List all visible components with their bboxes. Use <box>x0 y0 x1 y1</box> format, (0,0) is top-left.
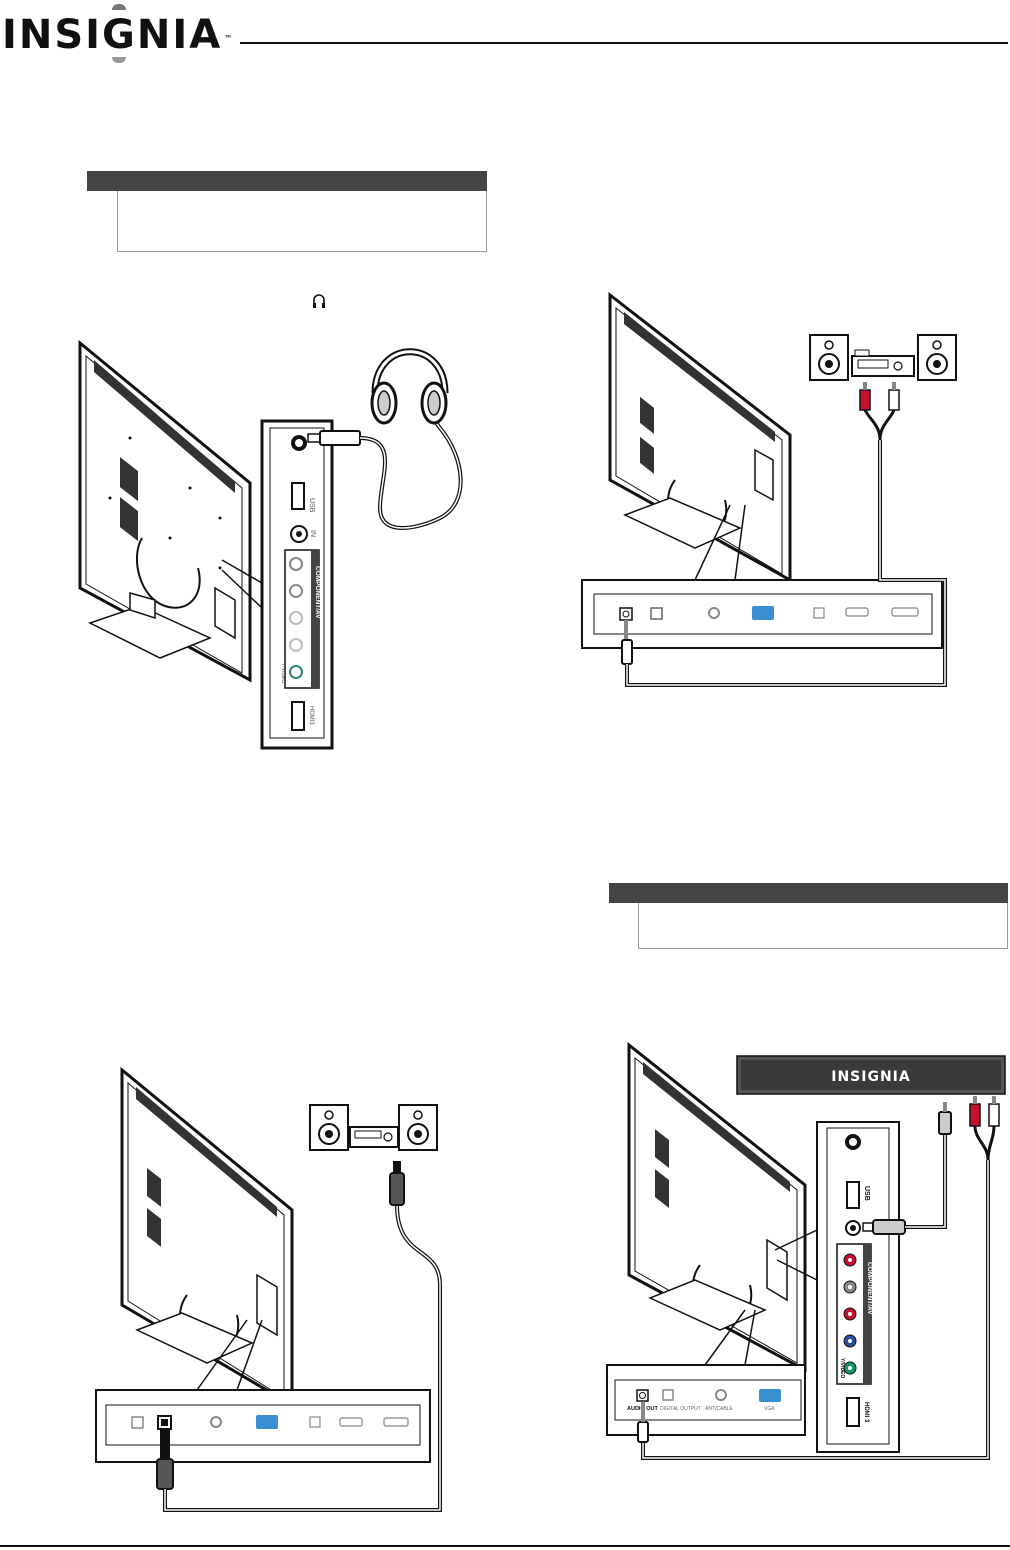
tv-back-illustration <box>78 339 252 683</box>
trademark-symbol: ™ <box>224 34 235 43</box>
hdmi3-label: HDMI 3 <box>863 1402 869 1423</box>
vga-port <box>256 1415 278 1429</box>
hdmi3-label: HDMI3 <box>308 706 314 725</box>
stereo-system-icon <box>809 334 957 381</box>
y-video-label: Y/VIDEO <box>839 1358 845 1378</box>
tv-back-illustration <box>120 1066 294 1408</box>
brand-wordmark: INSIGNIA <box>2 12 223 58</box>
vga-port <box>752 606 774 620</box>
bottom-panel-zoom <box>95 1389 431 1463</box>
hdmi3-port <box>846 1397 860 1427</box>
bottom-panel-zoom: AUDIO OUT DIGITAL OUTPUT ANT/CABLE VGA <box>606 1364 806 1436</box>
usb-label: USB <box>863 1186 870 1201</box>
note-header-bar <box>609 883 1008 903</box>
usb-port <box>291 482 305 510</box>
vga-label: VGA <box>764 1406 775 1412</box>
in-label: IN <box>309 530 316 537</box>
device-brand-label: INSIGNIA <box>831 1069 910 1085</box>
component-av-label: COMPONENT/AV <box>314 566 321 619</box>
digital-output-label: DIGITAL OUTPUT <box>660 1406 701 1412</box>
analog-audio-system-figure <box>581 291 957 687</box>
component-av-label: COMPONENT/AV <box>866 1262 873 1315</box>
y-video-label: Y/VIDEO <box>280 663 286 683</box>
note-box-1 <box>87 171 487 252</box>
note-box-2 <box>609 883 1008 949</box>
digital-audio-system-figure <box>95 1066 442 1512</box>
usb-port <box>846 1181 860 1209</box>
tv-back-illustration <box>627 1041 807 1373</box>
bottom-panel-zoom <box>581 579 943 649</box>
vga-port <box>759 1389 781 1402</box>
footer-rule <box>0 1545 1010 1547</box>
note-body <box>638 903 1008 949</box>
hdmi3-port <box>291 701 305 731</box>
side-panel-zoom: USB IN COMPONENT/AV Y/VIDEO HDMI3 <box>260 419 334 750</box>
usb-label: USB <box>308 498 315 513</box>
logo-accent-bottom <box>112 57 126 63</box>
stereo-system-icon <box>309 1104 438 1151</box>
headphones-icon <box>370 348 449 425</box>
note-body <box>117 191 487 252</box>
side-panel-zoom: USB IN COMPONENT/AV Y/VIDEO HDMI 3 <box>816 1121 900 1453</box>
ant-cable-label: ANT/CABLE <box>705 1406 733 1412</box>
insignia-device: INSIGNIA <box>736 1055 1006 1095</box>
header-rule <box>240 42 1008 44</box>
headphone-connection-figure: USB IN COMPONENT/AV Y/VIDEO HDMI3 <box>78 339 463 750</box>
av-input-connection-figure: INSIGNIA AUDIO OUT DIGITAL OUTPUT ANT/CA… <box>606 1041 1006 1460</box>
tv-back-illustration <box>608 291 792 583</box>
headphone-icon <box>313 294 325 308</box>
note-header-bar <box>87 171 487 191</box>
logo-accent-top <box>112 4 126 10</box>
